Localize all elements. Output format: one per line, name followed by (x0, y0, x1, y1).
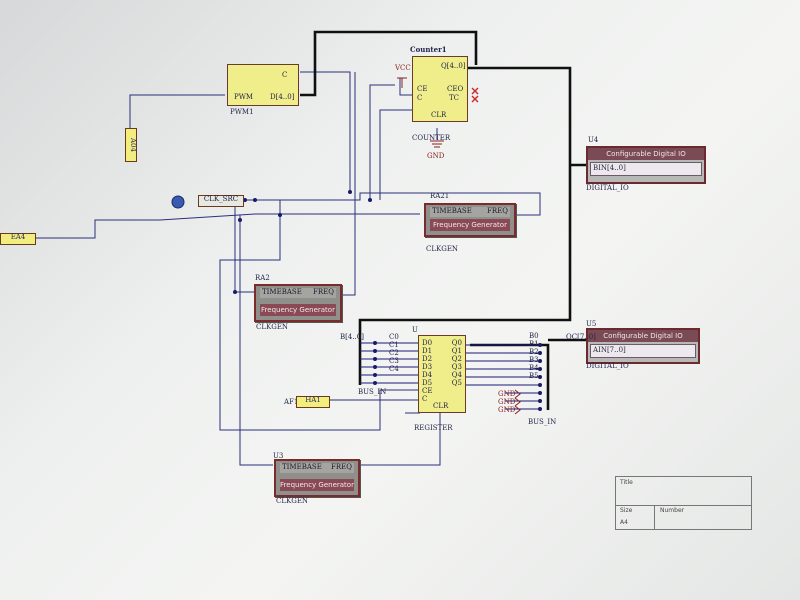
counter-name: COUNTER (412, 134, 451, 142)
pwm-title: PWM1 (230, 108, 254, 116)
gen1-name: CLKGEN (426, 245, 459, 253)
dio4-ref: U4 (588, 136, 599, 144)
counter-pin-ce: CE (417, 85, 428, 93)
dio5-name: DIGITAL_IO (586, 362, 629, 370)
dio5-field: AIN[7..0] (590, 344, 696, 358)
register-out-labels: B0 B1 B2 B3 B4 B5 (529, 332, 539, 380)
register-c: C (422, 395, 428, 403)
gen2-name: CLKGEN (256, 323, 289, 331)
counter-component[interactable]: Q[4..0] CE C CEO TC CLR (412, 56, 468, 122)
register-gnd-labels: GND GND GND (498, 390, 516, 414)
sheet-marker-icon[interactable] (171, 195, 185, 209)
gen1-body: Frequency Generator (430, 219, 510, 231)
no-connect-marks (471, 87, 479, 103)
title-block-size: Size (620, 507, 633, 514)
dio4-field: BIN[4..0] (590, 162, 702, 176)
counter-pin-q: Q[4..0] (441, 62, 466, 70)
gen1-timebase: TIMEBASE (432, 207, 472, 215)
gen2-freq: FREQ (313, 288, 334, 296)
register-taps (360, 342, 540, 410)
register-ce: CE (422, 387, 433, 395)
counter-pin-clr: CLR (431, 111, 447, 119)
register-component[interactable]: D0 D1 D2 D3 D4 D5 CE C Q0 Q1 Q2 Q3 Q4 Q5… (418, 335, 466, 413)
port-clk-src[interactable]: CLK_SRC (198, 195, 244, 207)
vcc-symbol (397, 77, 407, 88)
register-d-pins: D0 D1 D2 D3 D4 D5 CE C (422, 339, 433, 403)
gen2-body: Frequency Generator (260, 304, 336, 316)
gen3-name: CLKGEN (276, 497, 309, 505)
register-ref: U (412, 326, 418, 334)
counter-pin-ceo: CEO (447, 85, 464, 93)
port-af1-label: AF1 (284, 398, 299, 406)
oc-bus-label: OC[7..0] (566, 333, 596, 341)
gen1-freq: FREQ (487, 207, 508, 215)
vcc-label: VCC (395, 64, 411, 72)
register-name: REGISTER (414, 424, 453, 432)
port-a04[interactable]: A04 (125, 128, 137, 162)
dio5-component[interactable]: Configurable Digital IO AIN[7..0] (586, 328, 700, 364)
gen3-ref: U3 (273, 452, 284, 460)
title-block-title: Title (620, 479, 633, 486)
title-block-number: Number (660, 507, 685, 514)
counter-pin-tc: TC (449, 94, 460, 102)
port-ha1[interactable]: HA1 (296, 396, 330, 408)
register-bus-name: BUS_IN (358, 388, 387, 396)
register-clr: CLR (433, 402, 449, 410)
dio4-head: Configurable Digital IO (588, 148, 704, 160)
ground-symbol (430, 140, 444, 148)
title-block-size-val: A4 (620, 519, 628, 526)
thick-buses (300, 30, 592, 410)
gen3-component[interactable]: TIMEBASE FREQ Frequency Generator (274, 459, 360, 497)
port-ea4[interactable]: EA4 (0, 233, 36, 245)
dio4-name: DIGITAL_IO (586, 184, 629, 192)
gen3-body: Frequency Generator (280, 479, 354, 491)
register-out-bus: BUS_IN (528, 418, 557, 426)
pwm-pin-d: D[4..0] (270, 93, 295, 101)
pwm-pin-c: C (282, 71, 288, 79)
gen1-component[interactable]: TIMEBASE FREQ Frequency Generator (424, 203, 516, 237)
dio4-component[interactable]: Configurable Digital IO BIN[4..0] (586, 146, 706, 184)
register-in-labels: C0 C1 C2 C3 C4 (389, 333, 399, 373)
dio5-ref: U5 (586, 320, 597, 328)
pwm-component[interactable]: C PWM D[4..0] (227, 64, 299, 106)
gen2-ref: RA2 (255, 274, 270, 282)
gnd-chevrons (514, 389, 521, 415)
gen2-timebase: TIMEBASE (262, 288, 302, 296)
counter-title: Counter1 (410, 45, 447, 54)
register-bus-in: B[4..0] (340, 333, 364, 341)
gen1-ref: RA21 (430, 192, 450, 200)
thin-wires (35, 71, 541, 466)
counter-pin-c: C (417, 94, 423, 102)
counter-gnd: GND (427, 152, 445, 160)
gen2-component[interactable]: TIMEBASE FREQ Frequency Generator (254, 284, 342, 322)
pwm-pin-pwm: PWM (234, 93, 254, 101)
gen3-timebase: TIMEBASE (282, 463, 322, 471)
gen3-freq: FREQ (331, 463, 352, 471)
register-q-pins: Q0 Q1 Q2 Q3 Q4 Q5 (451, 339, 462, 387)
junctions (233, 190, 542, 411)
title-block: Title Size Number A4 (615, 476, 752, 530)
dio5-head: Configurable Digital IO (588, 330, 698, 342)
